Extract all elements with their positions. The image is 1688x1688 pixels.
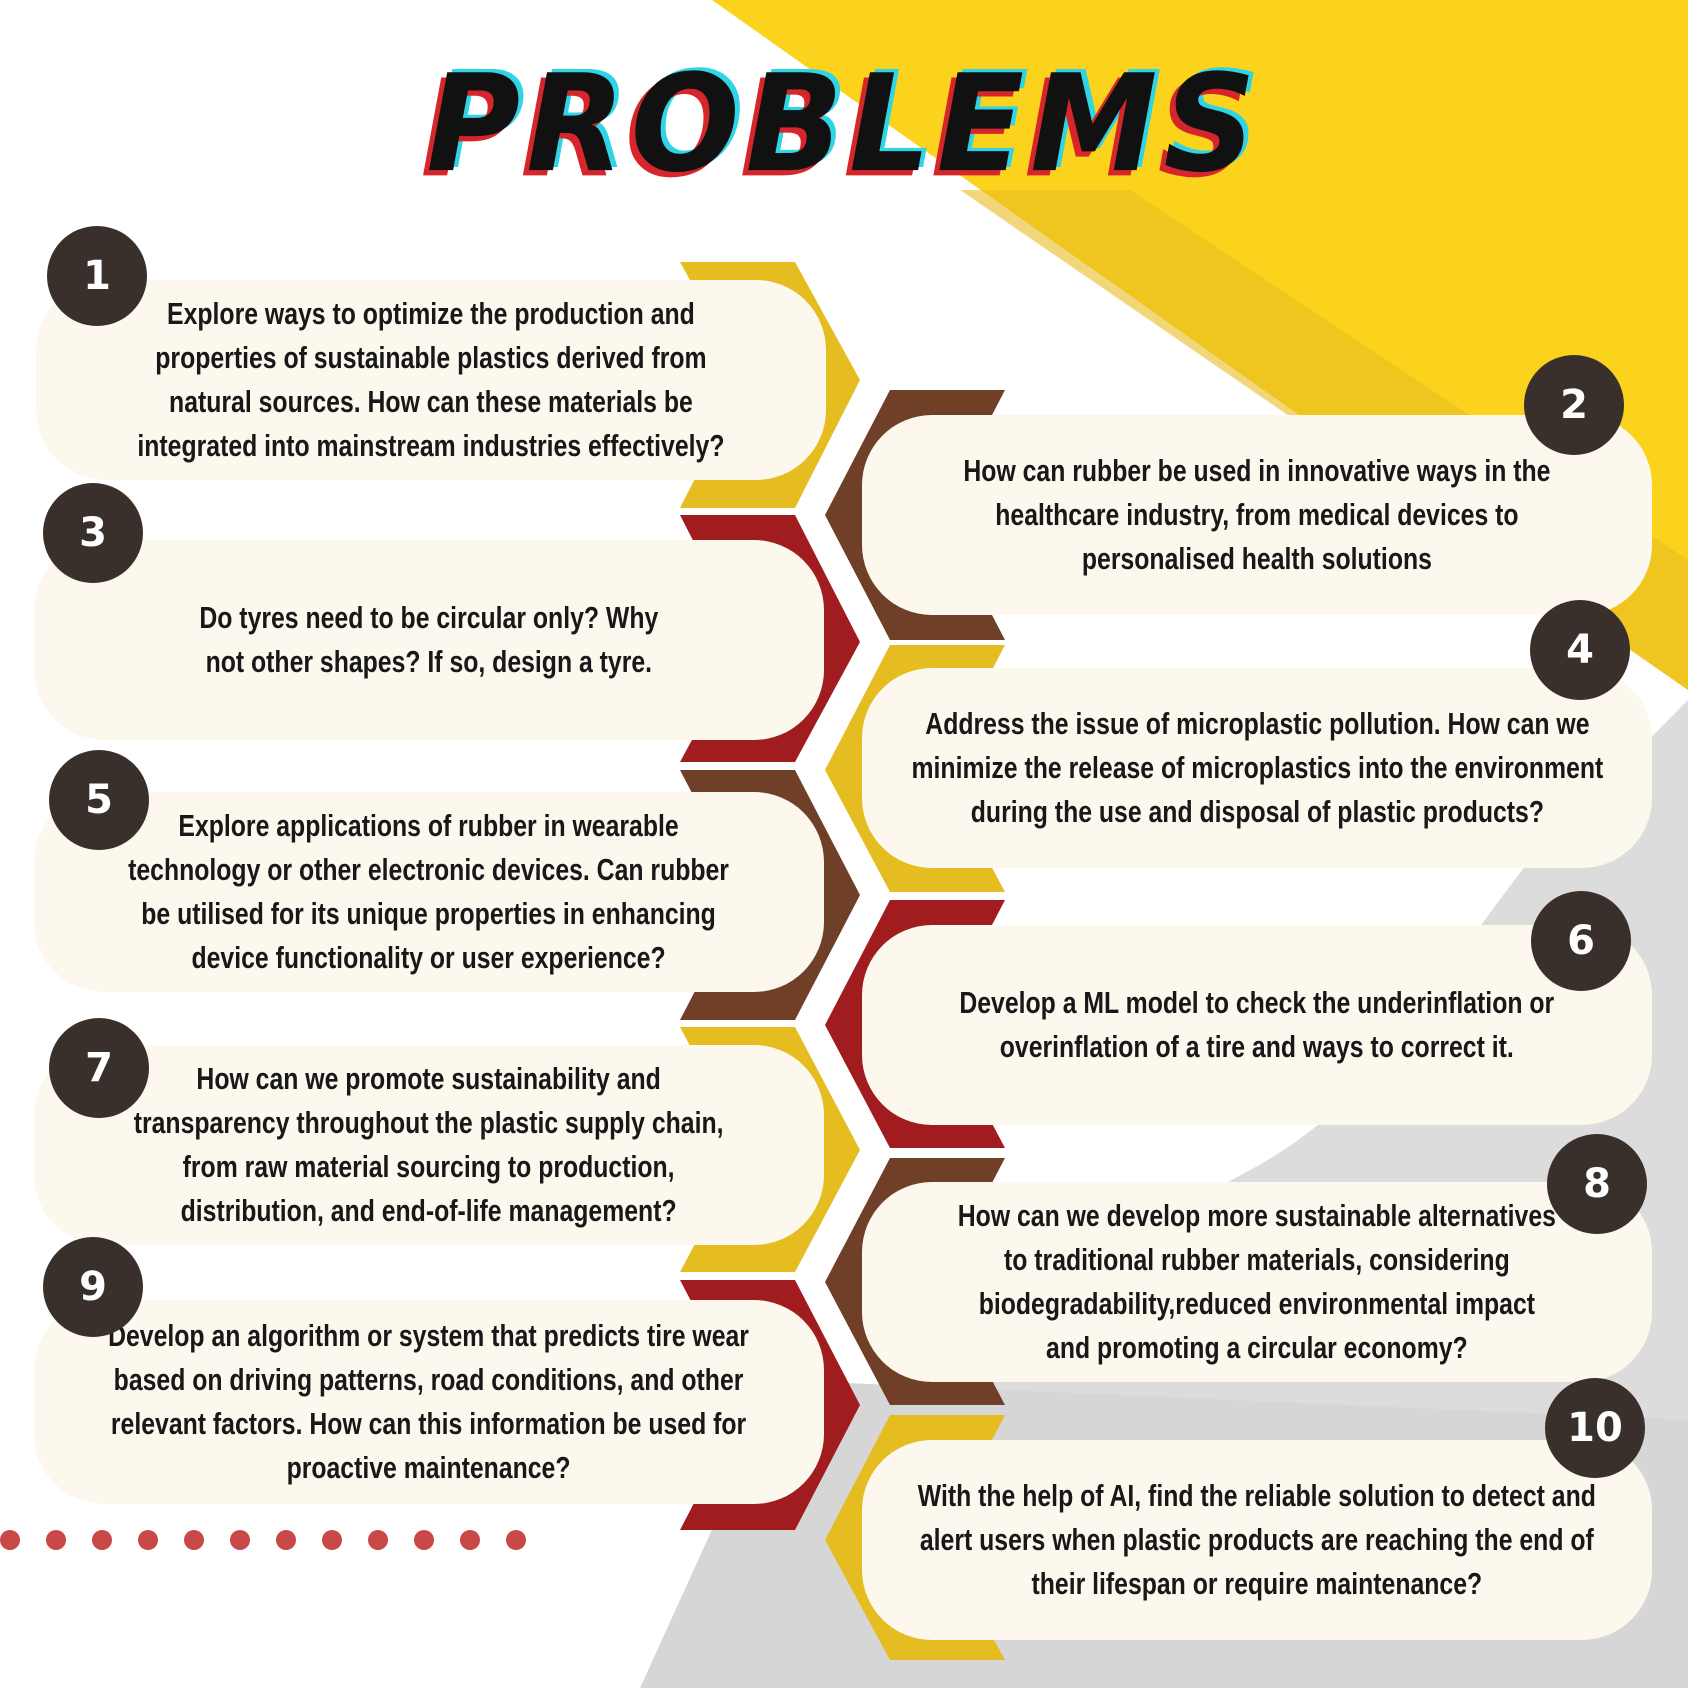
dot [414, 1530, 434, 1550]
problem-badge-9: 9 [43, 1237, 143, 1337]
problem-card-5: Explore applications of rubber in wearab… [34, 792, 824, 992]
problem-badge-6: 6 [1531, 891, 1631, 991]
dot [184, 1530, 204, 1550]
dot [460, 1530, 480, 1550]
problem-card-10: With the help of AI, find the reliable s… [862, 1440, 1652, 1640]
problem-card-4: Address the issue of microplastic pollut… [862, 668, 1652, 868]
problem-6-text: Develop a ML model to check the underinf… [959, 985, 1555, 1064]
dot [322, 1530, 342, 1550]
problem-10-text: With the help of AI, find the reliable s… [917, 1478, 1597, 1601]
problem-card-2: How can rubber be used in innovative way… [862, 415, 1652, 615]
problem-badge-7: 7 [49, 1018, 149, 1118]
problem-badge-8: 8 [1547, 1134, 1647, 1234]
problem-badge-10: 10 [1545, 1378, 1645, 1478]
page-title: PROBLEMS [426, 46, 1262, 203]
dot [230, 1530, 250, 1550]
dot [506, 1530, 526, 1550]
dot [138, 1530, 158, 1550]
dot [46, 1530, 66, 1550]
problem-badge-3: 3 [43, 483, 143, 583]
problem-badge-4: 4 [1530, 600, 1630, 700]
problem-badge-2: 2 [1524, 355, 1624, 455]
dot [276, 1530, 296, 1550]
dot [368, 1530, 388, 1550]
problem-card-1: Explore ways to optimize the production … [36, 280, 826, 480]
dot [0, 1530, 20, 1550]
problem-1-text: Explore ways to optimize the production … [137, 296, 725, 463]
decorative-dots [0, 1530, 552, 1550]
problem-card-8: How can we develop more sustainable alte… [862, 1182, 1652, 1382]
problem-card-6: Develop a ML model to check the underinf… [862, 925, 1652, 1125]
problem-4-text: Address the issue of microplastic pollut… [911, 706, 1603, 829]
problem-8-text: How can we develop more sustainable alte… [957, 1198, 1557, 1365]
problem-badge-1: 1 [47, 226, 147, 326]
problem-badge-5: 5 [49, 750, 149, 850]
problem-9-text: Develop an algorithm or system that pred… [108, 1318, 750, 1485]
problem-2-text: How can rubber be used in innovative way… [963, 453, 1551, 576]
problem-card-9: Develop an algorithm or system that pred… [34, 1300, 824, 1504]
problem-5-text: Explore applications of rubber in wearab… [128, 808, 730, 975]
dot [92, 1530, 112, 1550]
